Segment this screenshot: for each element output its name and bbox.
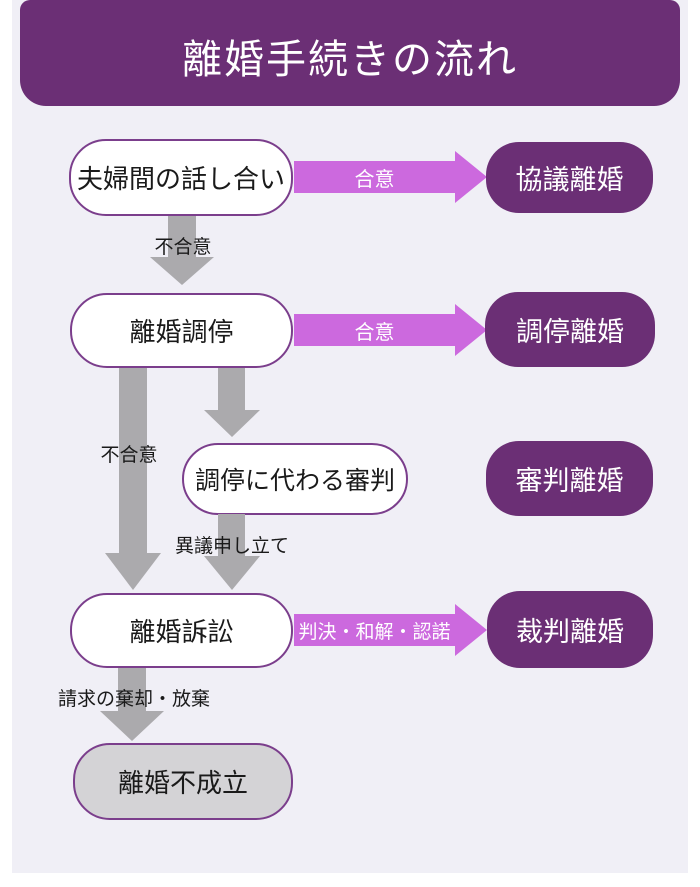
node-saiban-divorce: 裁判離婚 xyxy=(487,591,653,668)
agreement-arrow-1-label: 合意 xyxy=(354,168,395,191)
arrow-head-down-icon xyxy=(204,410,260,437)
disagree-arrow-2-label: 不合意 xyxy=(100,445,158,466)
disagree-arrow-1-label: 不合意 xyxy=(154,237,212,258)
judgment-arrow: 判決・和解・認諾 xyxy=(294,604,487,656)
node-divorce-mediation: 離婚調停 xyxy=(70,293,293,368)
to-ruling-arrow-shaft xyxy=(218,368,245,410)
node-saiban-divorce-label: 裁判離婚 xyxy=(516,617,624,647)
node-kyogi-divorce-label: 協議離婚 xyxy=(515,165,624,195)
arrow-head-right-icon xyxy=(455,151,487,203)
arrow-head-right-icon xyxy=(455,304,487,356)
node-kyogi-divorce: 協議離婚 xyxy=(486,142,653,213)
page-title: 離婚手続きの流れ xyxy=(182,38,518,82)
node-chotei-divorce: 調停離婚 xyxy=(485,292,655,367)
disagree-arrow-2-shaft xyxy=(119,368,147,553)
objection-arrow-shaft xyxy=(218,514,245,556)
node-divorce-not-established: 離婚不成立 xyxy=(73,743,293,820)
arrow-shaft xyxy=(294,614,455,646)
node-divorce-lawsuit-label: 離婚訴訟 xyxy=(129,617,234,647)
node-ruling-instead-label: 調停に代わる審判 xyxy=(194,467,395,495)
node-shinpan-divorce: 審判離婚 xyxy=(486,441,653,516)
node-divorce-mediation-label: 離婚調停 xyxy=(129,317,234,347)
arrow-head-down-icon xyxy=(204,556,260,590)
node-couple-discussion: 夫婦間の話し合い xyxy=(69,139,293,216)
node-divorce-lawsuit: 離婚訴訟 xyxy=(70,593,293,668)
disagree-arrow-1-shaft xyxy=(168,216,196,257)
agreement-arrow-2: 合意 xyxy=(294,304,487,356)
arrow-shaft xyxy=(294,161,455,193)
dismissal-arrow-label: 請求の棄却・放棄 xyxy=(57,689,210,710)
node-ruling-instead-of-mediation: 調停に代わる審判 xyxy=(182,443,408,515)
node-chotei-divorce-label: 調停離婚 xyxy=(516,317,624,347)
arrow-shaft xyxy=(294,314,455,346)
arrow-head-down-icon xyxy=(100,711,164,741)
arrow-head-down-icon xyxy=(105,553,161,590)
flowchart-header: 離婚手続きの流れ xyxy=(20,0,680,106)
objection-arrow-label: 異議申し立て xyxy=(174,536,289,557)
judgment-arrow-label: 判決・和解・認諾 xyxy=(298,621,451,643)
node-couple-discussion-label: 夫婦間の話し合い xyxy=(76,164,285,194)
agreement-arrow-2-label: 合意 xyxy=(354,321,395,344)
arrow-head-right-icon xyxy=(455,604,487,656)
arrow-head-down-icon xyxy=(150,257,214,285)
node-shinpan-divorce-label: 審判離婚 xyxy=(515,466,624,496)
node-not-established-label: 離婚不成立 xyxy=(117,768,248,798)
agreement-arrow-1: 合意 xyxy=(294,151,487,203)
dismissal-arrow-shaft xyxy=(118,668,146,711)
